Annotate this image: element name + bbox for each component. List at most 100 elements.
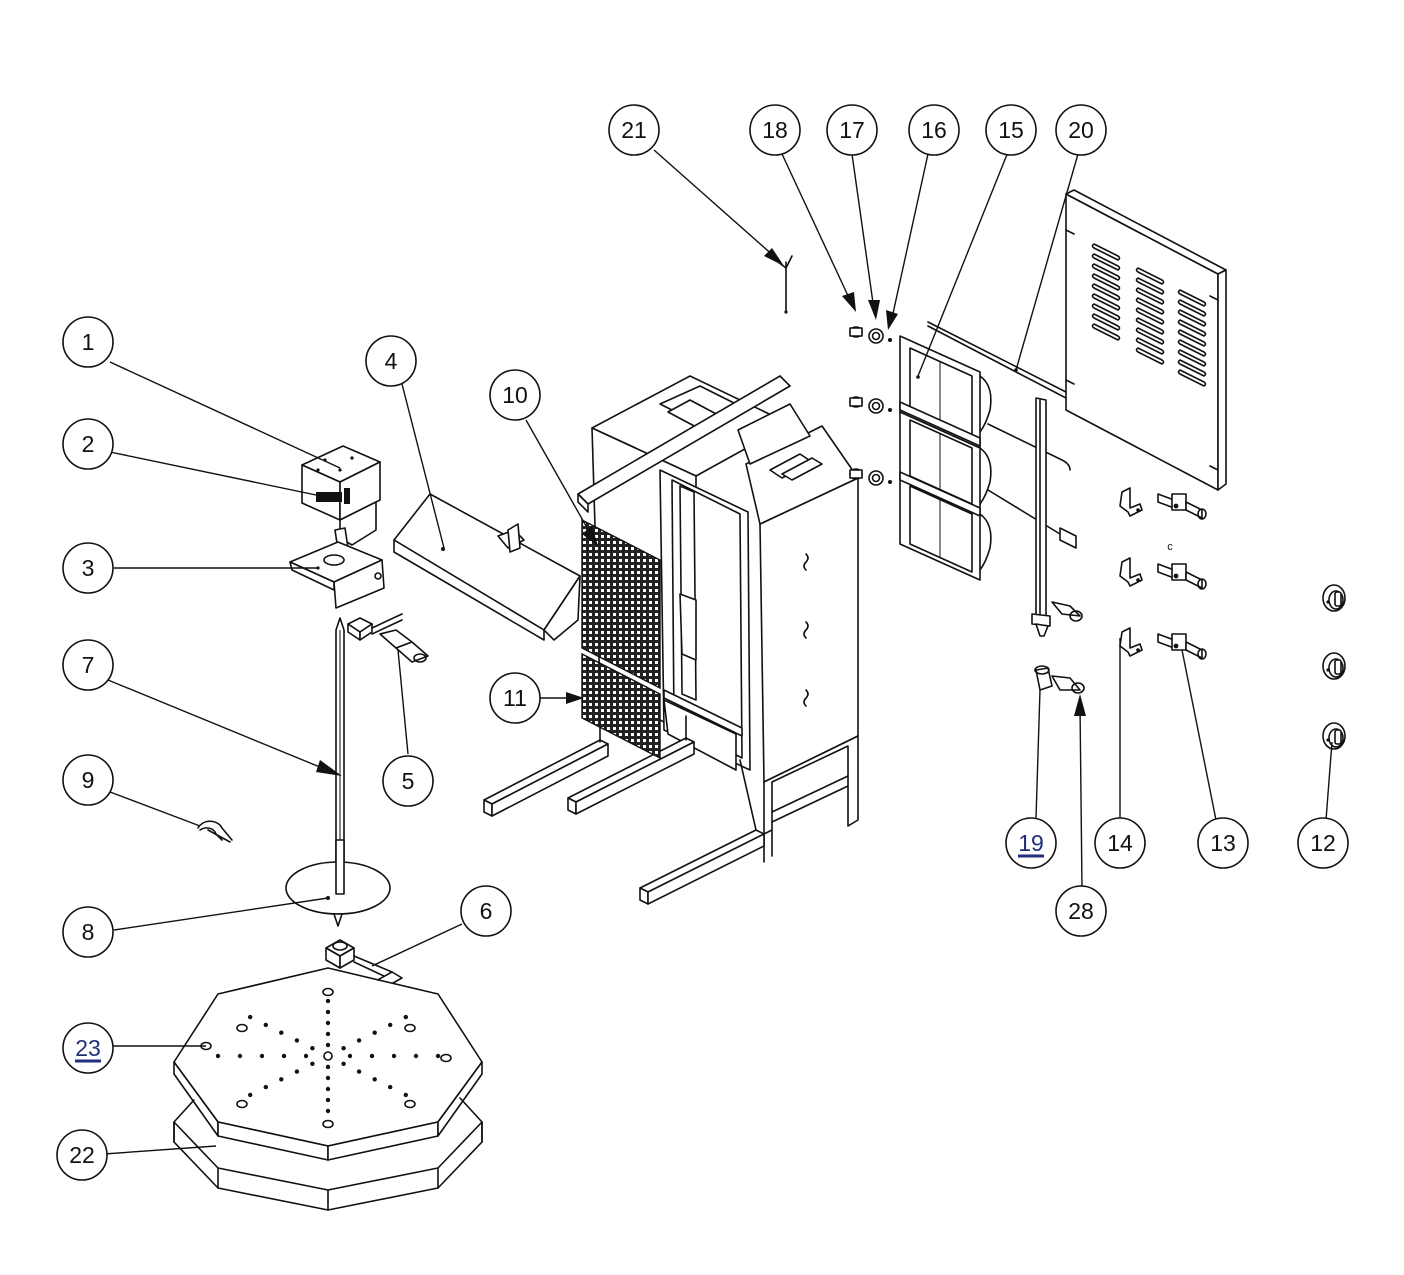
- knob-indicator: [1326, 668, 1330, 672]
- callout-label[interactable]: 19: [1018, 830, 1044, 856]
- knob-rim: [1328, 590, 1344, 610]
- knob-rim: [1328, 658, 1344, 678]
- callout-label: 18: [762, 117, 788, 143]
- plate-hole: [325, 1097, 331, 1103]
- washer: [888, 480, 892, 484]
- callout-circle: [489, 672, 541, 724]
- callout-label: 12: [1310, 830, 1336, 856]
- octagon-drip-ring: [173, 1097, 483, 1211]
- plate-hole: [356, 1038, 362, 1043]
- plate-hole: [294, 1069, 300, 1074]
- callout-circle: [460, 885, 512, 937]
- valve-bracket: [1119, 627, 1143, 657]
- plate-hole: [279, 1030, 284, 1035]
- vent-slot: [1177, 339, 1207, 357]
- plate-hole: [413, 1053, 419, 1059]
- plate-bolt-hole: [404, 1023, 416, 1033]
- plate-bolt-hole: [404, 1099, 416, 1109]
- callout-circle: [1055, 104, 1107, 156]
- callout-label: 6: [480, 898, 493, 924]
- vent-slot: [1091, 263, 1121, 281]
- callout-22: 22: [56, 1129, 108, 1181]
- callout-label: 15: [998, 117, 1024, 143]
- callout-14: 14: [1094, 817, 1146, 869]
- vent-slot: [1135, 317, 1165, 335]
- valve-body: [1171, 563, 1187, 581]
- callout-21: 21: [608, 104, 660, 156]
- callout-label: 3: [82, 555, 95, 581]
- plate-hole: [391, 1053, 397, 1059]
- mesh-guard-upper: [581, 518, 661, 690]
- plate-hole: [281, 1053, 287, 1059]
- callout-3: 3: [62, 542, 114, 594]
- vent-slot: [1135, 347, 1165, 365]
- callout-6: 6: [460, 885, 512, 937]
- gas-pipe: [927, 321, 1077, 549]
- plate-hole: [303, 1053, 309, 1059]
- callout-circle: [1094, 817, 1146, 869]
- valve-outlet-end: [1197, 508, 1207, 520]
- callout-label: 8: [82, 919, 95, 945]
- plate-hole: [435, 1053, 441, 1059]
- callout-2: 2: [62, 418, 114, 470]
- callout-label: 1: [82, 329, 95, 355]
- valve-bracket: [1119, 487, 1143, 517]
- washer: [888, 338, 892, 342]
- plate-bolt-hole: [236, 1099, 248, 1109]
- vent-slot: [1091, 283, 1121, 301]
- motor-bracket: [289, 541, 385, 609]
- ignition-rod: [777, 255, 793, 314]
- nozzle-body: [849, 327, 863, 337]
- callout-19[interactable]: 19: [1005, 817, 1057, 869]
- burner-frames: [899, 335, 992, 581]
- callout-13: 13: [1197, 817, 1249, 869]
- valve-spindle: [1173, 503, 1179, 509]
- plate-hole: [388, 1022, 393, 1028]
- callout-circle: [382, 755, 434, 807]
- callout-label[interactable]: 23: [75, 1035, 101, 1061]
- callout-10: 10: [489, 369, 541, 421]
- callout-12: 12: [1297, 817, 1349, 869]
- vent-slot: [1177, 299, 1207, 317]
- plate-hole: [325, 1031, 331, 1037]
- knob-indicator: [1326, 600, 1330, 604]
- valve-spindle: [1173, 573, 1179, 579]
- callout-7: 7: [62, 639, 114, 691]
- knob-indicator: [1326, 738, 1330, 742]
- valve-body: [1171, 633, 1187, 651]
- callout-5: 5: [382, 755, 434, 807]
- plate-hole: [215, 1053, 221, 1059]
- main-cabinet: [483, 375, 859, 905]
- callout-circle: [62, 639, 114, 691]
- callout-15: 15: [985, 104, 1037, 156]
- vent-slot: [1135, 337, 1165, 355]
- callout-circle: [1297, 817, 1349, 869]
- vent-slot: [1177, 319, 1207, 337]
- vent-slot: [1177, 369, 1207, 387]
- plate-center-hole: [323, 1051, 333, 1061]
- nozzle-body: [849, 469, 863, 479]
- plate-hole: [347, 1053, 353, 1059]
- plate-hole: [248, 1014, 253, 1020]
- plate-hole: [263, 1084, 268, 1090]
- callout-28: 28: [1055, 885, 1107, 937]
- valve-outlet-end: [1197, 578, 1207, 590]
- callout-23[interactable]: 23: [62, 1022, 114, 1074]
- vent-slot: [1135, 327, 1165, 345]
- callout-circle: [908, 104, 960, 156]
- plate-hole: [403, 1014, 408, 1020]
- vent-slot: [1135, 307, 1165, 325]
- leader-lines: [103, 149, 1333, 1155]
- callout-circle: [1055, 885, 1107, 937]
- callout-label: 22: [69, 1142, 95, 1168]
- vent-slot: [1091, 303, 1121, 321]
- plate-hole: [369, 1053, 375, 1059]
- callout-label: 10: [502, 382, 528, 408]
- gas-valves: [1119, 487, 1207, 660]
- knob-grip: [1334, 659, 1342, 675]
- plate-hole: [279, 1077, 284, 1082]
- plate-hole: [372, 1030, 377, 1035]
- callout-4: 4: [365, 335, 417, 387]
